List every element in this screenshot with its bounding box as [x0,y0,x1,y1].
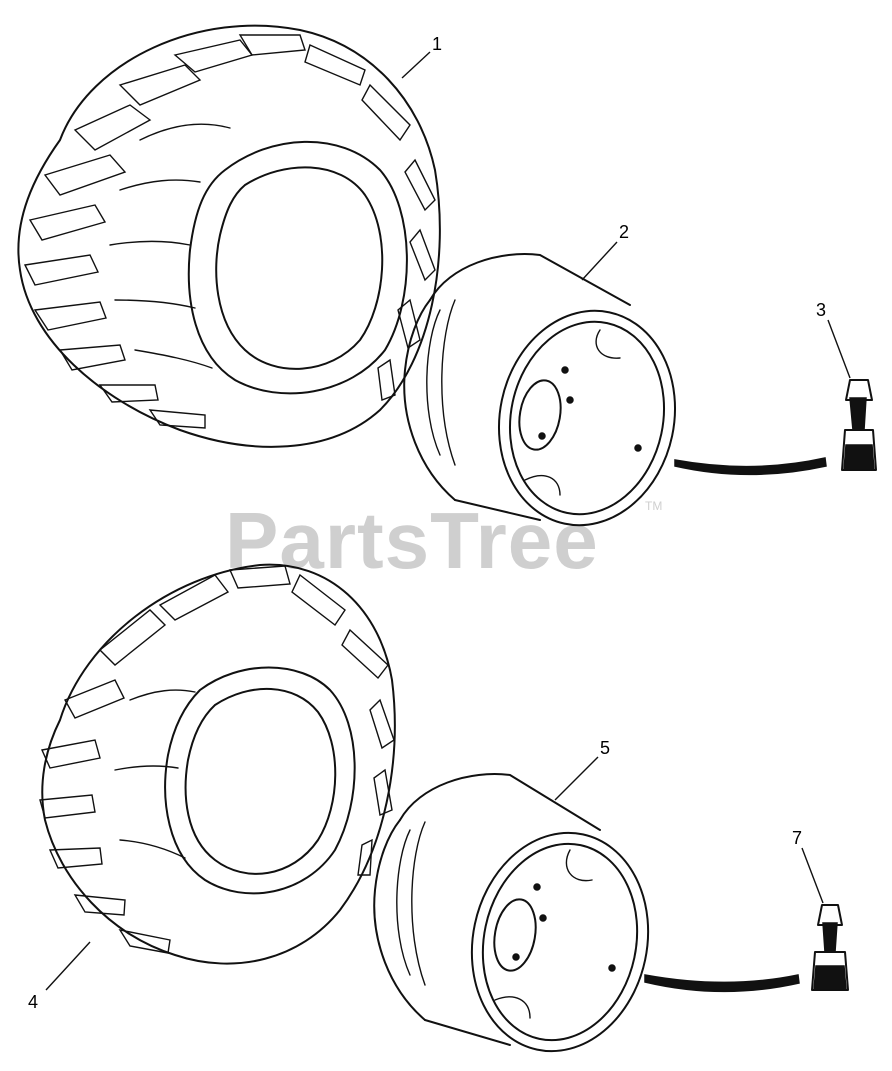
callout-2-label: 2 [619,222,629,242]
callout-7[interactable]: 7 [792,828,824,904]
rear-rim[interactable] [403,253,694,542]
callout-5-label: 5 [600,738,610,758]
callout-5[interactable]: 5 [554,738,610,801]
callout-1[interactable]: 1 [401,34,442,79]
callout-3[interactable]: 3 [816,300,851,379]
rear-tire[interactable] [17,24,441,448]
front-rim[interactable] [373,773,668,1068]
callout-3-label: 3 [816,300,826,320]
watermark-trademark: TM [645,499,662,513]
callout-4[interactable]: 4 [28,941,91,1012]
watermark-text: PartsTree [225,496,599,585]
callout-2[interactable]: 2 [581,222,629,281]
rear-valve-stem[interactable] [674,379,877,476]
callout-4-label: 4 [28,992,38,1012]
callout-1-label: 1 [432,34,442,54]
front-valve-stem[interactable] [644,904,849,993]
callout-7-label: 7 [792,828,802,848]
front-tire[interactable] [39,563,396,965]
